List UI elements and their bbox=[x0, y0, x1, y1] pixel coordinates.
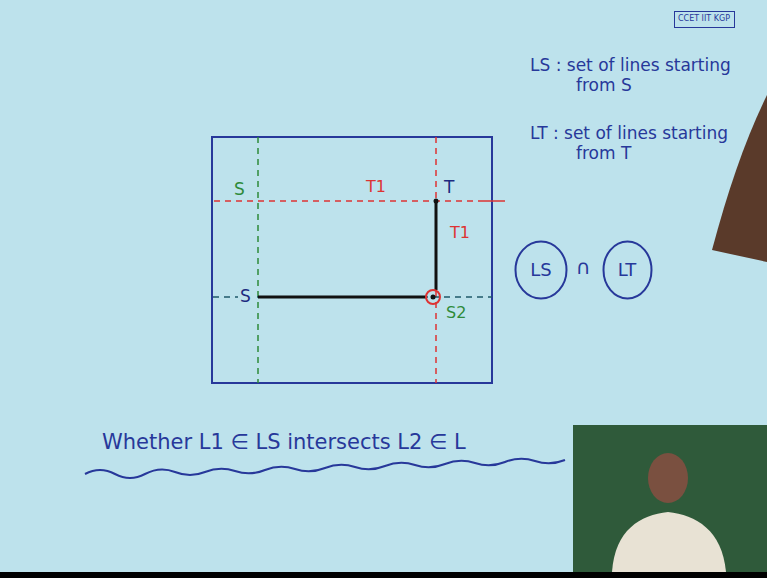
region-rectangle bbox=[212, 137, 492, 383]
diagram-label: T1 bbox=[364, 178, 388, 196]
diagram-label: Whether L1 ∈ LS intersects L2 ∈ L bbox=[100, 430, 468, 454]
diagram-label: S bbox=[238, 287, 253, 307]
diagram-label: T1 bbox=[448, 224, 472, 242]
presenter-arm bbox=[712, 95, 767, 262]
logo-box: CCET IIT KGP bbox=[674, 11, 735, 28]
intersection-mark bbox=[426, 290, 440, 304]
presenter-shirt bbox=[612, 512, 726, 572]
dashed-line bbox=[214, 200, 480, 202]
bottom-bar bbox=[0, 572, 767, 578]
dashed-line bbox=[257, 137, 259, 383]
path-segment bbox=[258, 296, 427, 299]
node-text: LT bbox=[618, 260, 637, 280]
node-text: CCET IIT KGP bbox=[678, 15, 730, 24]
dashed-line bbox=[213, 296, 492, 298]
dashed-line bbox=[435, 137, 437, 383]
diagram-label: LT : set of lines starting from T bbox=[530, 124, 735, 163]
presenter-head bbox=[648, 453, 688, 503]
node-text: LS bbox=[530, 260, 551, 280]
diagram-label: LS : set of lines starting from S bbox=[530, 56, 735, 95]
point bbox=[434, 199, 439, 204]
red-line bbox=[480, 200, 505, 202]
circle-outline bbox=[603, 242, 651, 299]
circled-set: LT bbox=[602, 240, 653, 300]
diagram-label: S2 bbox=[444, 304, 468, 322]
circle-outline bbox=[516, 242, 567, 299]
circled-set: LS bbox=[514, 240, 568, 300]
diagram-label: S bbox=[232, 180, 247, 200]
point bbox=[431, 295, 436, 300]
path-segment bbox=[435, 201, 438, 290]
diagram-label: T bbox=[442, 178, 456, 198]
diagram-label: ∩ bbox=[574, 256, 593, 279]
presenter-inset bbox=[573, 425, 767, 572]
box-outline bbox=[674, 11, 734, 27]
wavy-underline bbox=[85, 459, 565, 478]
